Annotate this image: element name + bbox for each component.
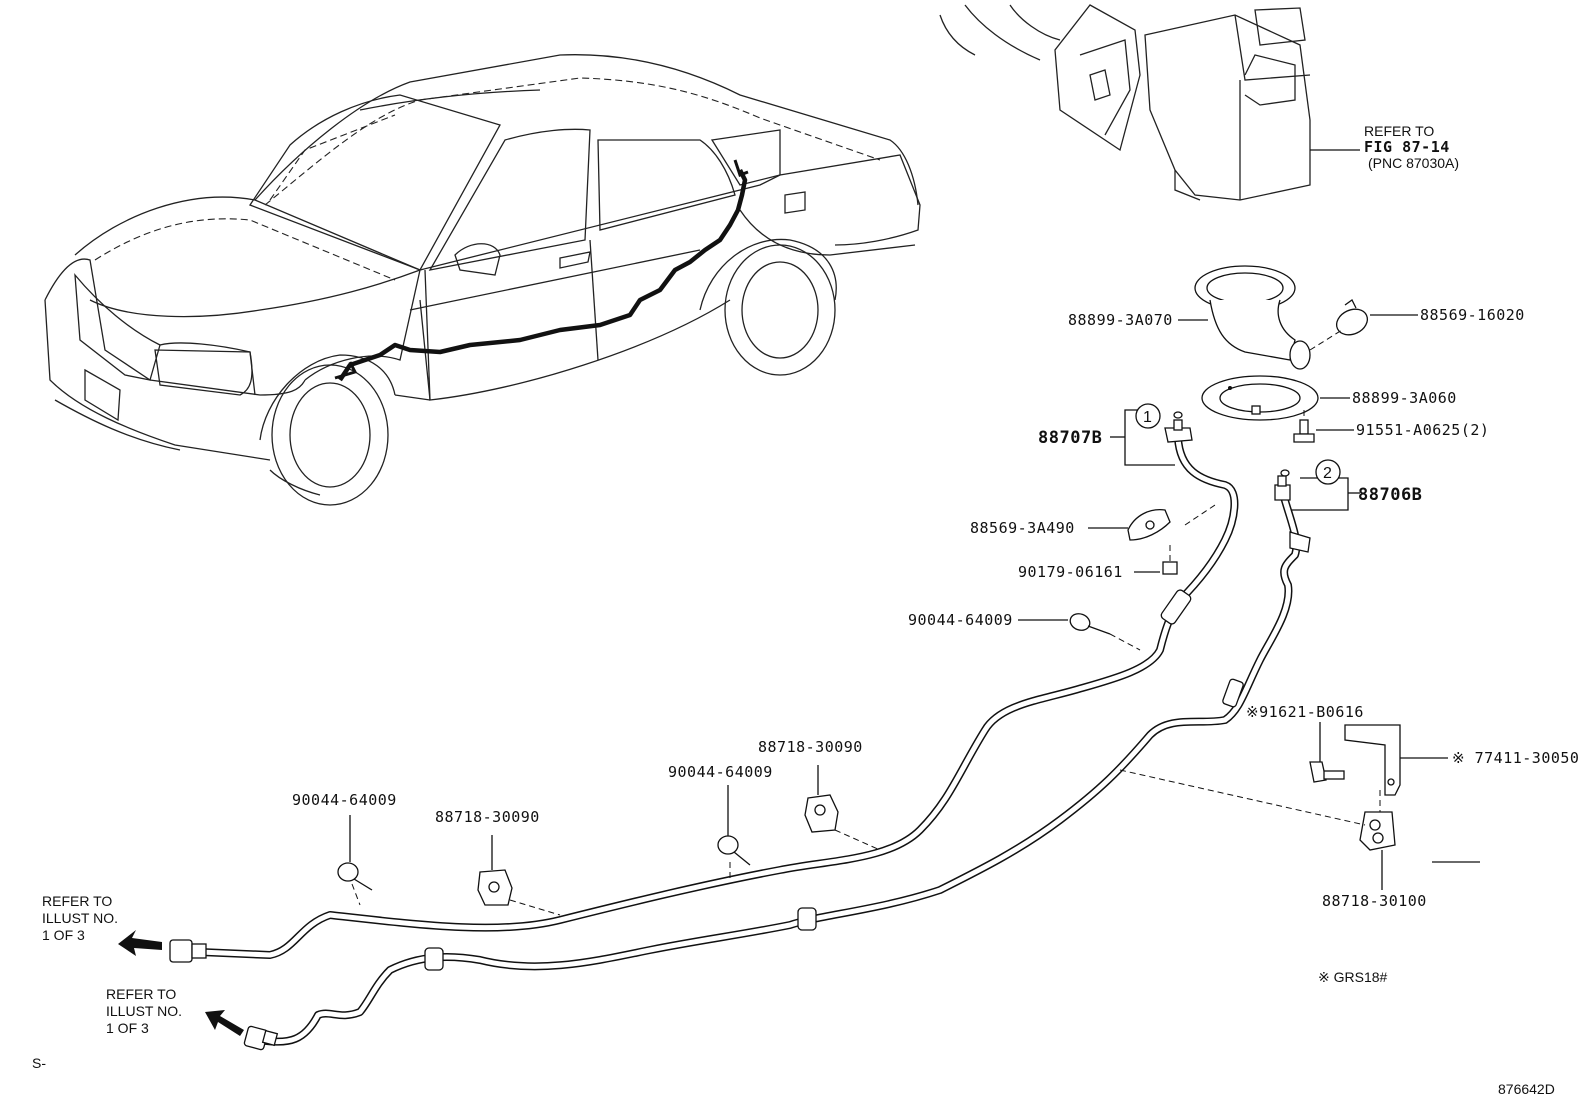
inlet-hose-part	[1194, 265, 1311, 370]
note-grs18: ※ GRS18#	[1318, 969, 1388, 985]
part-88706B[interactable]: 88706B	[1358, 485, 1422, 505]
refer-illust-a-line3: 1 OF 3	[42, 927, 85, 943]
clamp-88718-30090-a	[477, 869, 513, 906]
band-90044-b	[717, 835, 751, 866]
refer-fig-line1: REFER TO	[1364, 123, 1434, 139]
tube-joint-sleeve	[1160, 589, 1192, 625]
callout-circle-2	[1315, 459, 1341, 485]
nut-90179	[1162, 561, 1178, 575]
callout-1: 1	[1143, 409, 1152, 426]
clamp-88718-30100	[1359, 811, 1396, 851]
connector-end-lower	[243, 1025, 279, 1051]
connector-end-upper	[169, 939, 207, 963]
tube-joint-sleeve	[424, 947, 444, 971]
corner-mark: S-	[32, 1055, 46, 1071]
figure-id: 876642D	[1498, 1081, 1555, 1097]
washer-tube-upper	[196, 434, 1239, 959]
part-88707B[interactable]: 88707B	[1038, 428, 1102, 448]
hose-clamp-16020	[1335, 299, 1369, 336]
band-90044-a	[1069, 613, 1111, 635]
car-illustration	[44, 54, 921, 506]
clip-88569-3A490	[1127, 509, 1171, 541]
nozzle-1	[1164, 419, 1193, 443]
part-91621-B0616[interactable]: ※91621-B0616	[1246, 703, 1364, 721]
part-90044-64009-a[interactable]: 90044-64009	[908, 611, 1013, 629]
refer-illust-b-line3: 1 OF 3	[106, 1020, 149, 1036]
callout-2: 2	[1323, 465, 1332, 482]
part-88569-16020[interactable]: 88569-16020	[1420, 306, 1525, 324]
bracket-77411	[1344, 724, 1401, 796]
refer-illust-a-line2: ILLUST NO.	[42, 910, 118, 926]
band-90044-c	[337, 862, 373, 891]
refer-illust-b-line1: REFER TO	[106, 986, 176, 1002]
refer-illust-a-line1: REFER TO	[42, 893, 112, 909]
arrow-left-icon	[205, 1010, 244, 1036]
part-88899-3A060[interactable]: 88899-3A060	[1352, 389, 1457, 407]
harness-routing	[338, 168, 748, 382]
refer-fig-line2[interactable]: FIG 87-14	[1364, 138, 1450, 156]
part-88718-30090-b[interactable]: 88718-30090	[758, 738, 863, 756]
part-88718-30100[interactable]: 88718-30100	[1322, 892, 1427, 910]
part-91551-A0625[interactable]: 91551-A0625(2)	[1356, 421, 1489, 439]
part-77411-30050[interactable]: ※ 77411-30050	[1452, 749, 1579, 767]
tube-joint-sleeve	[797, 907, 817, 931]
washer-tube-lower	[256, 486, 1301, 1046]
clamp-88718-30090-b	[804, 794, 839, 833]
bolt-91551	[1293, 419, 1315, 443]
refer-fig-line3: (PNC 87030A)	[1368, 155, 1459, 171]
tube-joint-sleeve	[1222, 678, 1244, 708]
callout-circle-1	[1135, 403, 1161, 429]
arrow-left-icon	[118, 930, 162, 956]
part-88718-30090-a[interactable]: 88718-30090	[435, 808, 540, 826]
part-88899-3A070[interactable]: 88899-3A070	[1068, 311, 1173, 329]
part-90044-64009-c[interactable]: 90044-64009	[292, 791, 397, 809]
grommet-ring	[1201, 375, 1319, 421]
bolt-91621	[1309, 761, 1345, 783]
part-90179-06161[interactable]: 90179-06161	[1018, 563, 1123, 581]
nozzle-2	[1274, 475, 1311, 553]
part-88569-3A490[interactable]: 88569-3A490	[970, 519, 1075, 537]
washer-tank-assembly	[939, 4, 1360, 201]
part-90044-64009-b[interactable]: 90044-64009	[668, 763, 773, 781]
refer-illust-b-line2: ILLUST NO.	[106, 1003, 182, 1019]
